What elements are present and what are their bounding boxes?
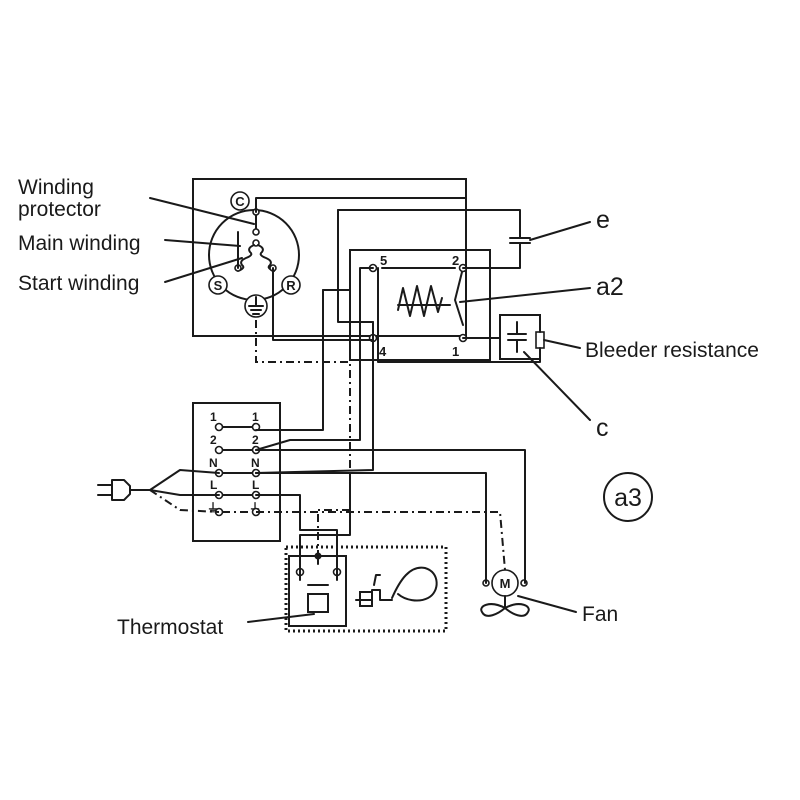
fan: M <box>480 569 530 617</box>
label-bleeder-resistance: Bleeder resistance <box>585 339 759 362</box>
svg-text:R: R <box>286 278 296 293</box>
label-e: e <box>596 206 610 234</box>
bleeder-resistor <box>535 331 545 349</box>
relay-housing <box>349 249 491 361</box>
start-winding-coil <box>237 244 255 272</box>
compressor-ground-icon <box>244 294 268 318</box>
svg-text:2: 2 <box>252 433 259 447</box>
thermostat <box>284 545 448 633</box>
label-start-winding: Start winding <box>18 272 139 295</box>
fan-blade-icon <box>480 603 530 617</box>
label-main-winding: Main winding <box>18 232 141 255</box>
relay-terminal-1-label: 1 <box>452 344 459 359</box>
compressor: C S R <box>192 178 467 337</box>
label-winding-protector-line2: protector <box>18 198 101 221</box>
start-relay: 5 2 4 1 <box>349 249 491 361</box>
relay-terminal-2-label: 2 <box>452 253 459 268</box>
label-a3-badge: a3 <box>603 472 653 522</box>
relay-contact <box>454 267 464 326</box>
main-winding-coil <box>257 244 275 272</box>
svg-text:a3: a3 <box>614 484 642 512</box>
label-fan: Fan <box>582 603 618 626</box>
terminal-s: S <box>208 275 228 295</box>
start-capacitor <box>499 314 541 360</box>
label-c: c <box>596 414 609 442</box>
svg-text:L: L <box>210 478 217 492</box>
svg-text:1: 1 <box>252 410 259 424</box>
thermostat-dotted-enclosure <box>284 545 448 633</box>
relay-terminal-4-label: 4 <box>379 344 387 359</box>
svg-text:1: 1 <box>210 410 217 424</box>
svg-text:S: S <box>214 278 223 293</box>
leader-lines <box>149 197 591 623</box>
label-thermostat: Thermostat <box>117 616 223 639</box>
svg-text:M: M <box>500 576 511 591</box>
svg-text:C: C <box>235 194 245 209</box>
svg-text:N: N <box>209 456 218 470</box>
terminal-c: C <box>230 191 250 211</box>
relay-terminal-5-label: 5 <box>380 253 387 268</box>
svg-text:N: N <box>251 456 260 470</box>
svg-text:2: 2 <box>210 433 217 447</box>
wiring <box>237 197 541 584</box>
power-plug-icon <box>97 469 220 513</box>
relay-heater-zigzag <box>397 285 443 317</box>
label-a2: a2 <box>596 273 624 301</box>
label-winding-protector-line1: Winding <box>18 176 94 199</box>
terminal-r: R <box>281 275 301 295</box>
svg-text:L: L <box>252 478 259 492</box>
